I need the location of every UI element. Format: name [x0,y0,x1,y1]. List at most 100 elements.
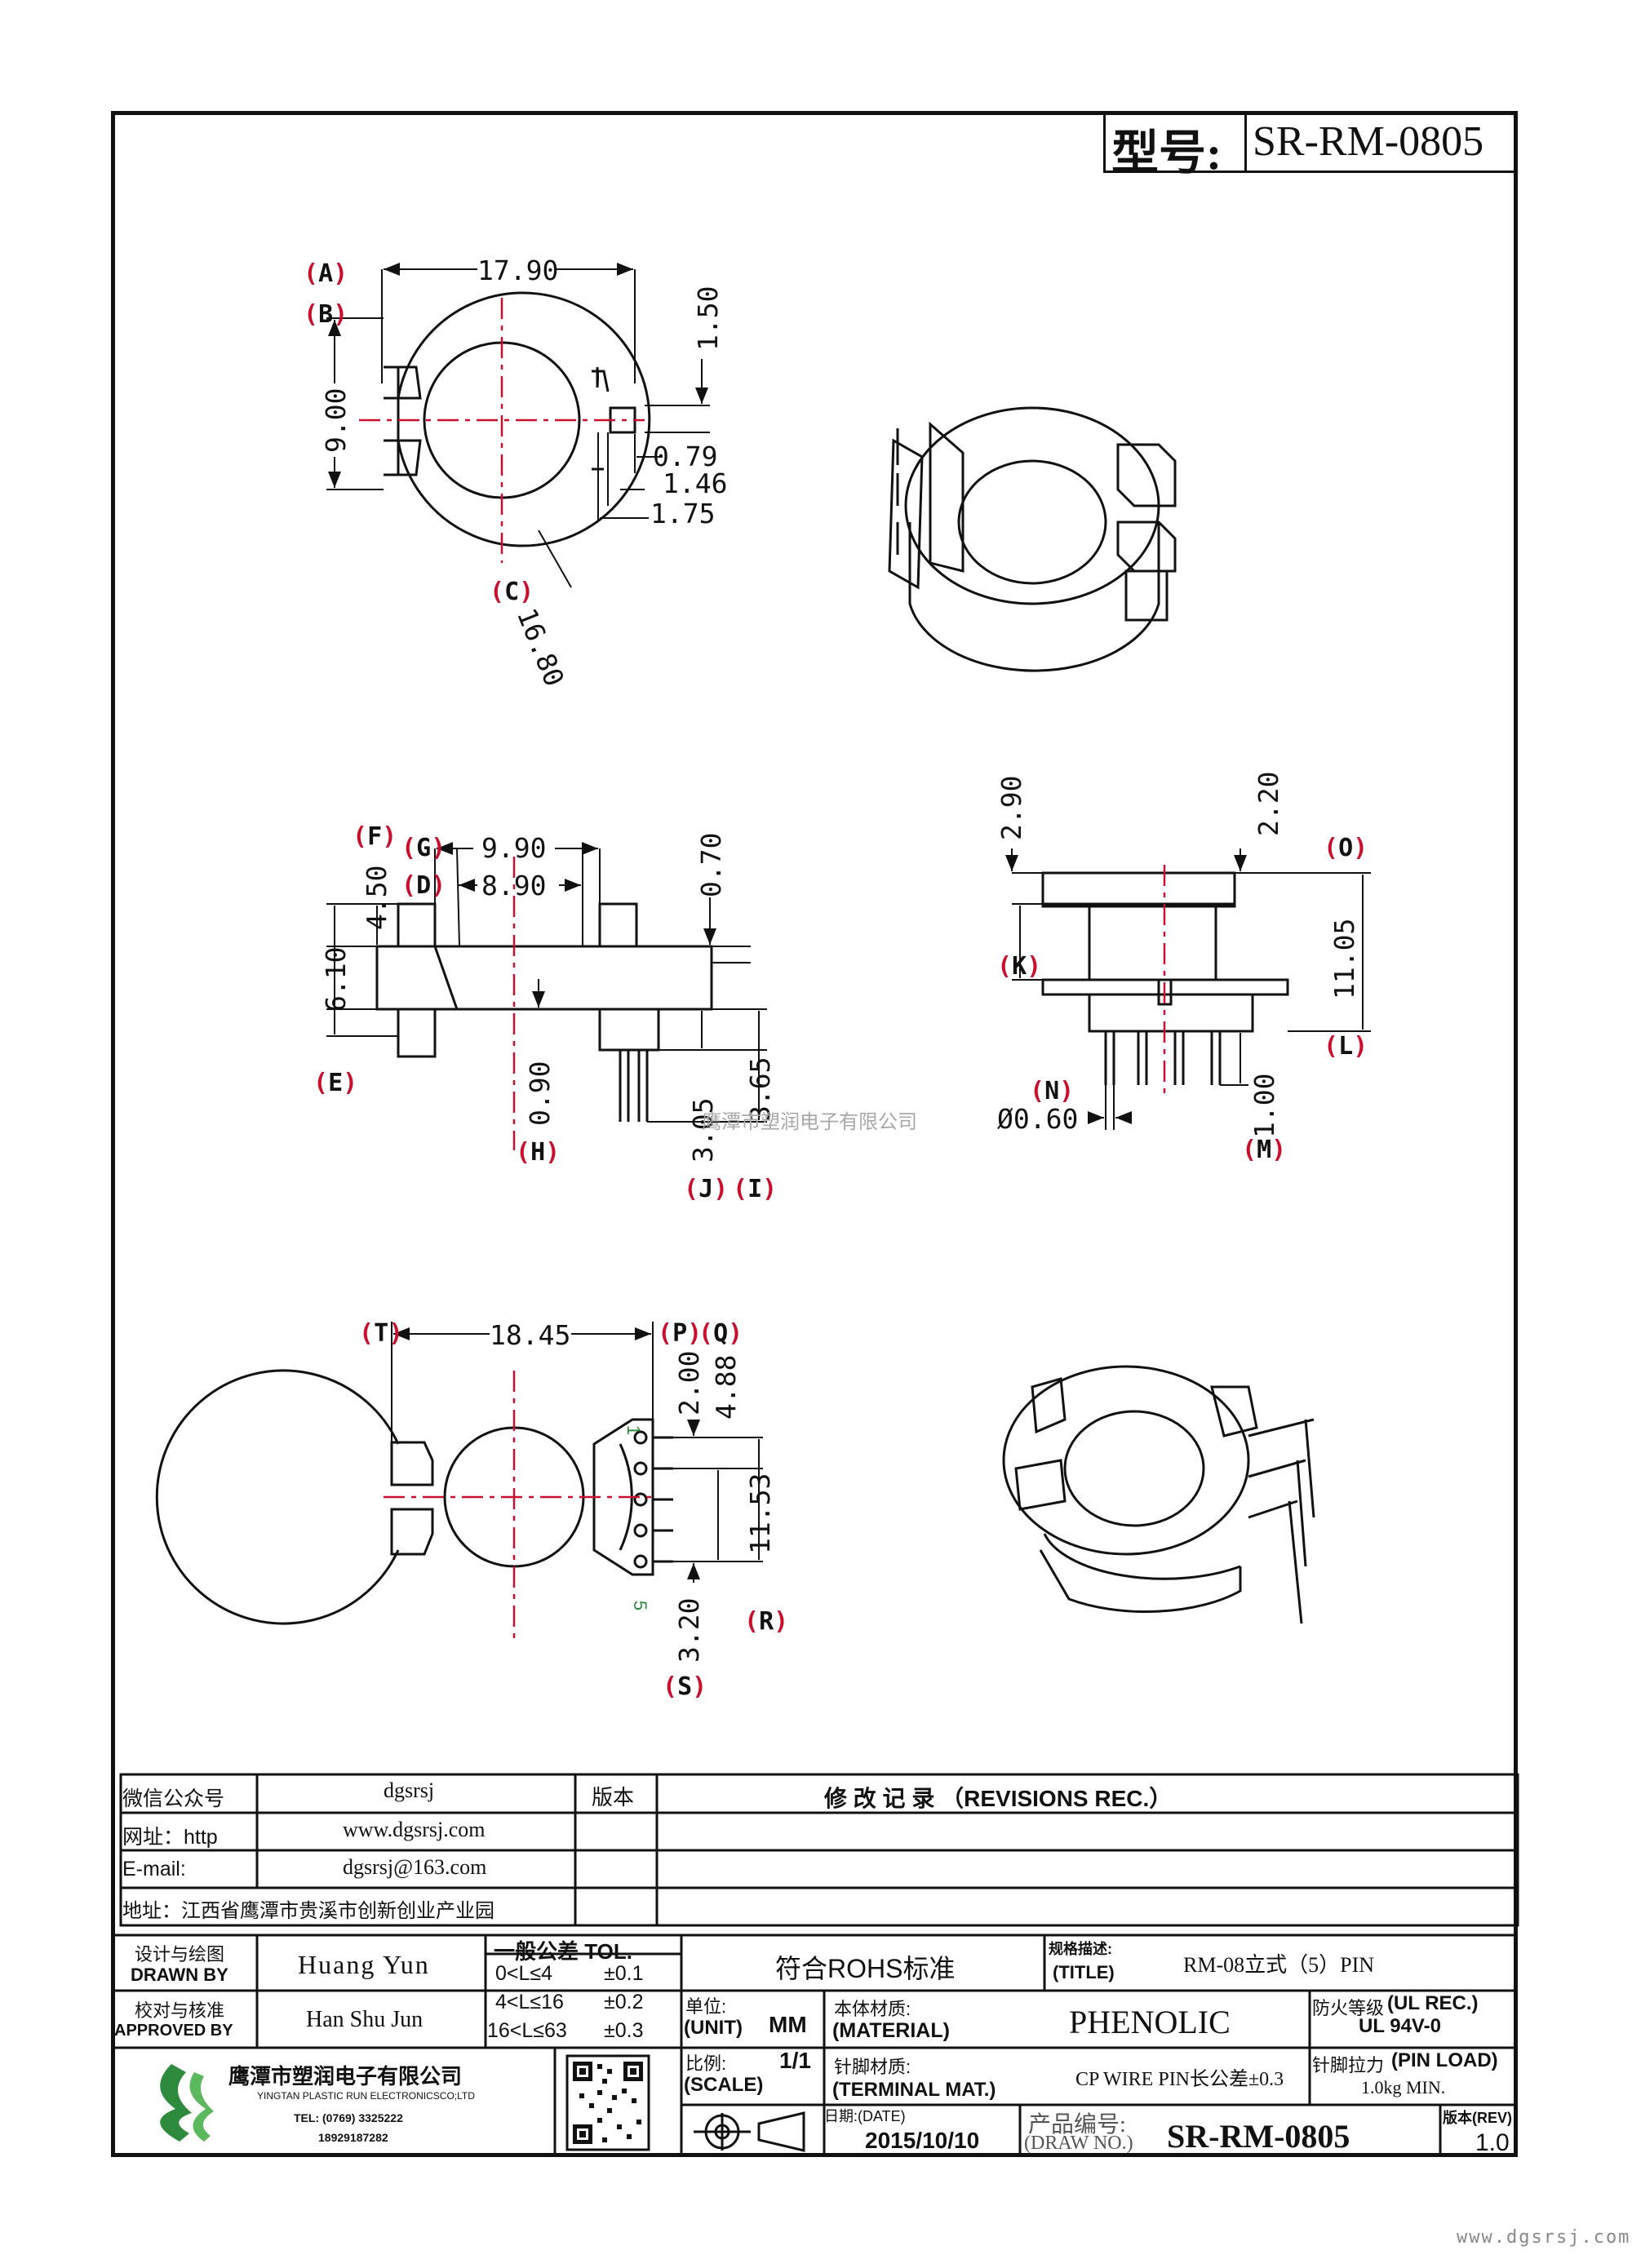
dim-r: 11.53 [744,1473,776,1554]
wechat-label: 微信公众号 [122,1787,225,1810]
rev-label: 版本(REV) [1443,2110,1512,2126]
dim-a: 17.90 [477,255,559,286]
dim-n: Ø0.60 [997,1103,1079,1135]
label-o: (O) [1324,834,1368,862]
label-h: (H) [516,1138,561,1167]
dim-e: 6.10 [320,946,352,1012]
ul-label-en: (UL REC.) [1387,1992,1479,2014]
pinload-label-en: (PIN LOAD) [1391,2049,1498,2071]
rohs: 符合ROHS标准 [775,1954,956,1983]
qr-code [565,2054,650,2151]
drawn-by-value: Huang Yun [298,1950,430,1979]
pin-5-label: 5 [630,1600,651,1611]
email-label: E-mail: [122,1858,186,1880]
material-label-cn: 本体材质: [834,1999,911,2019]
bottom-view-dims [391,1322,763,1583]
watermark: 鹰潭市塑润电子有限公司 [702,1111,917,1133]
drawn-by-label-cn: 设计与绘图 [135,1944,225,1965]
dim-d1: 1.50 [692,286,724,351]
dim-k2: 2.20 [1253,771,1284,836]
email-value[interactable]: dgsrsj@163.com [343,1855,487,1879]
pin-1-label: 1 [623,1424,645,1436]
material-value: PHENOLIC [1069,2004,1231,2040]
ul-value: UL 94V-0 [1359,2015,1441,2037]
company-tel: TEL: (0769) 3325222 [294,2111,403,2124]
material-label-en: (MATERIAL) [832,2019,950,2042]
model-label: 型号: [1111,126,1222,179]
web-label: 网址：http [122,1826,218,1849]
model-value: SR-RM-0805 [1253,118,1484,165]
company-mobile: 18929187282 [318,2131,388,2144]
contact-table-lines [119,1773,1519,1927]
tol-label: 一般公差 TOL. [494,1939,632,1964]
dim-o: 11.05 [1328,918,1360,999]
web-value[interactable]: www.dgsrsj.com [343,1818,486,1841]
scale-label-en: (SCALE) [684,2074,764,2096]
address: 地址：江西省鹰潭市贵溪市创新创业产业园 [122,1900,494,1922]
terminal-value: CP WIRE PIN长公差±0.3 [1075,2069,1284,2090]
scale-label-cn: 比例: [685,2053,727,2074]
company-name-en: YINGTAN PLASTIC RUN ELECTRONICSCO;LTD [257,2090,475,2102]
label-c: (C) [490,578,534,606]
drawno-value: SR-RM-0805 [1167,2118,1350,2155]
drawno-label-en: (DRAW NO.) [1024,2133,1133,2154]
pinload-value: 1.0kg MIN. [1361,2077,1446,2097]
dim-f: 4.50 [361,865,392,930]
dim-m: 1.00 [1248,1073,1280,1138]
dim-d2: 0.79 [653,441,718,472]
unit-label-en: (UNIT) [684,2017,743,2039]
dim-k1: 2.90 [996,775,1027,840]
title-label-cn: 规格描述: [1049,1941,1112,1957]
side-view [375,902,713,1122]
bottom-view-centerlines [384,1371,653,1640]
tol-range-2: 4<L≤16 [495,1991,564,2013]
top-view-centerlines [359,298,645,563]
front-view-dims [1005,848,1371,1130]
label-b: (B) [304,300,348,329]
dim-p: 2.00 [673,1350,705,1415]
company-name-cn: 鹰潭市塑润电子有限公司 [228,2064,463,2089]
label-m: (M) [1242,1136,1287,1164]
front-view [1041,871,1289,1085]
label-j: (J) [684,1175,729,1203]
ul-label-cn: 防火等级 [1312,1998,1385,2018]
wechat-value: dgsrsj [384,1779,435,1802]
tol-range-1: 0<L≤4 [495,1962,553,1985]
label-s: (S) [663,1672,707,1701]
dim-s: 3.20 [673,1597,705,1663]
label-i: (I) [733,1175,778,1203]
unit-value: MM [769,2012,807,2037]
date-value: 2015/10/10 [865,2128,980,2153]
revisions-header: 修 改 记 录 （REVISIONS REC.） [824,1786,1173,1811]
title-label-en: (TITLE) [1053,1962,1115,1982]
title-block-lines [111,1934,1518,2157]
dim-b: 9.00 [320,388,352,453]
version-header: 版本 [592,1785,635,1810]
label-p: (P) [658,1319,703,1348]
label-g: (G) [401,834,446,862]
dim-q: 4.88 [710,1354,742,1420]
tol-value-1: ±0.1 [604,1962,644,1985]
label-k: (K) [997,952,1042,981]
dim-h: 0.90 [524,1061,556,1126]
model-box [1103,111,1518,173]
approved-label-cn: 校对与核准 [135,2000,225,2021]
dim-t: 18.45 [490,1319,571,1351]
label-t: (T) [359,1319,404,1348]
label-n: (N) [1030,1077,1075,1105]
iso-view-2 [1002,1365,1315,1624]
pinload-label-cn: 针脚拉力 [1312,2055,1385,2075]
model-box-divider [1244,111,1247,173]
tol-range-3: 16<L≤63 [487,2019,567,2042]
drawno-label-cn: 产品编号: [1028,2112,1126,2137]
scale-value: 1/1 [779,2048,811,2073]
projection-symbol [694,2111,805,2152]
rev-value: 1.0 [1475,2129,1510,2156]
terminal-label-cn: 针脚材质: [834,2057,911,2077]
label-a: (A) [304,259,348,288]
dim-d3: 1.46 [663,467,728,499]
dim-d: 8.90 [481,870,547,901]
date-label: 日期:(DATE) [824,2108,906,2124]
approved-value: Han Shu Jun [306,2007,424,2032]
